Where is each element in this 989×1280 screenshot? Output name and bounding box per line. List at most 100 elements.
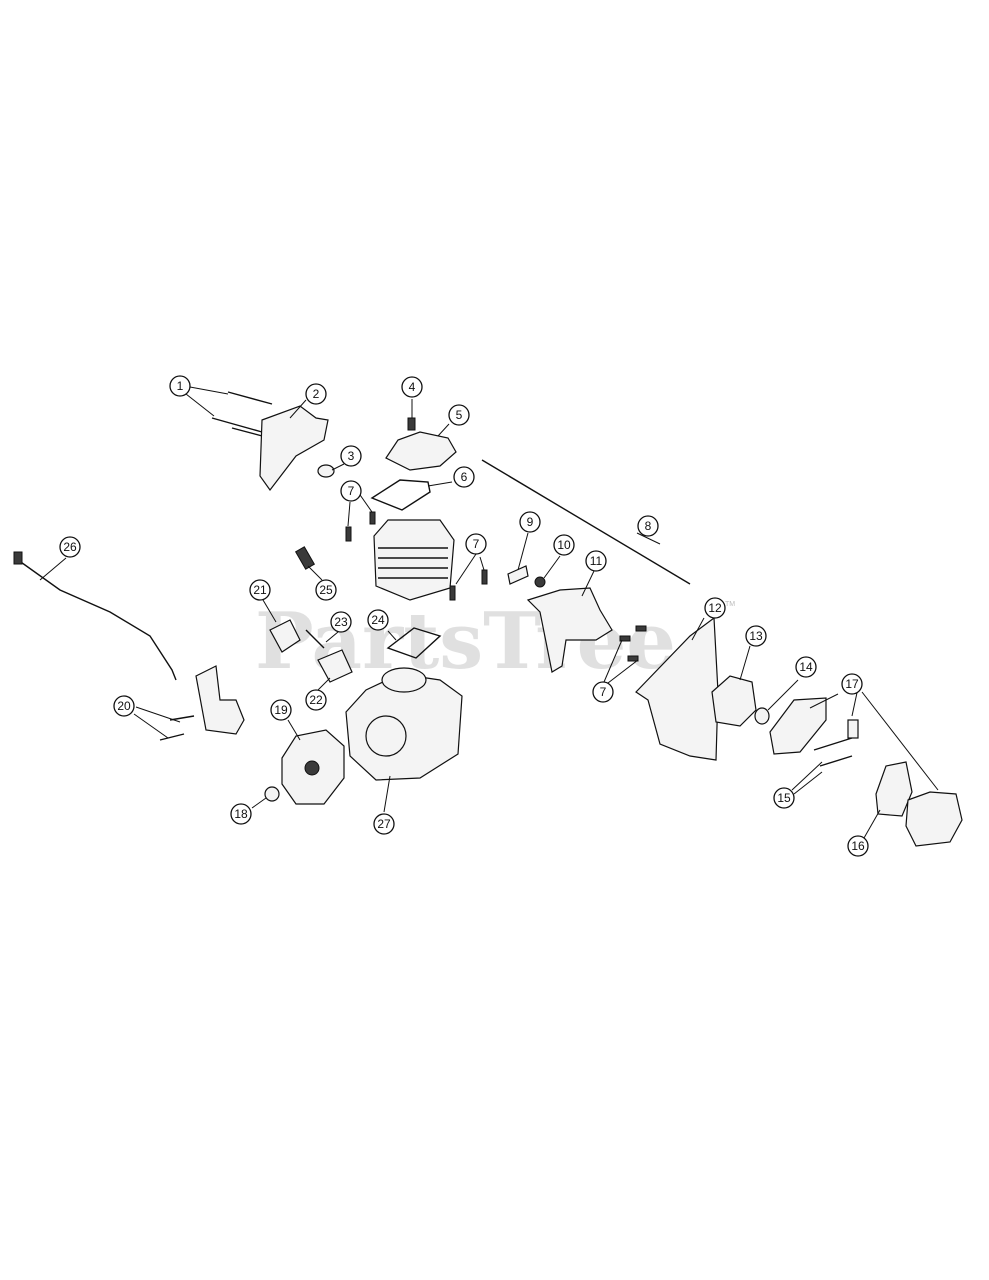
- part-7-screw-c[interactable]: [449, 585, 456, 601]
- svg-text:25: 25: [319, 583, 333, 597]
- part-20-screw-b[interactable]: [159, 733, 185, 741]
- part-25-spark-plug[interactable]: [294, 546, 316, 570]
- part-17-pin[interactable]: [847, 719, 859, 739]
- part-27-crank-boss: [381, 667, 427, 693]
- part-22-sleeve[interactable]: [317, 649, 353, 683]
- part-7-screw-g[interactable]: [627, 655, 639, 662]
- part-6-gasket[interactable]: [370, 479, 431, 511]
- part-7-screw-b[interactable]: [369, 511, 376, 525]
- callout-23[interactable]: 23: [330, 611, 352, 633]
- svg-text:7: 7: [600, 685, 607, 699]
- callout-12[interactable]: 12: [704, 597, 726, 619]
- svg-text:15: 15: [777, 791, 791, 805]
- part-1-screws[interactable]: [211, 391, 273, 438]
- part-17-air-filter-base[interactable]: [769, 697, 827, 755]
- svg-text:6: 6: [461, 470, 468, 484]
- part-26-wire[interactable]: [17, 559, 177, 681]
- svg-text:5: 5: [456, 408, 463, 422]
- svg-text:4: 4: [409, 380, 416, 394]
- callout-2[interactable]: 2: [305, 383, 327, 405]
- part-15-bolt-b[interactable]: [819, 755, 853, 767]
- svg-text:2: 2: [313, 387, 320, 401]
- part-24-gasket[interactable]: [386, 627, 442, 659]
- callout-11[interactable]: 11: [585, 550, 607, 572]
- svg-text:3: 3: [348, 449, 355, 463]
- part-7-screw-f[interactable]: [619, 635, 631, 642]
- svg-text:27: 27: [377, 817, 391, 831]
- svg-text:7: 7: [348, 484, 355, 498]
- callout-22[interactable]: 22: [305, 689, 327, 711]
- part-19-flywheel-hub: [304, 760, 320, 776]
- part-16-filter-element[interactable]: [875, 761, 913, 817]
- part-7-screw-e[interactable]: [635, 625, 647, 632]
- callout-1[interactable]: 1: [169, 375, 191, 397]
- part-4-screw[interactable]: [407, 417, 416, 431]
- part-26-terminal: [13, 551, 23, 565]
- part-5-valve-cover[interactable]: [385, 431, 457, 471]
- callout-20[interactable]: 20: [113, 695, 135, 717]
- part-20-screw-a[interactable]: [169, 715, 195, 721]
- part-27-crank-bore: [365, 715, 407, 757]
- callout-16[interactable]: 16: [847, 835, 869, 857]
- callout-7a[interactable]: 7: [340, 480, 362, 502]
- leader-lines: [39, 386, 939, 839]
- callout-5[interactable]: 5: [448, 404, 470, 426]
- svg-text:17: 17: [845, 677, 859, 691]
- svg-text:14: 14: [799, 660, 813, 674]
- callout-14[interactable]: 14: [795, 656, 817, 678]
- callout-24[interactable]: 24: [367, 609, 389, 631]
- part-7-screw-a[interactable]: [345, 526, 352, 542]
- callout-3[interactable]: 3: [340, 445, 362, 467]
- part-20-ignition-coil[interactable]: [195, 665, 245, 735]
- svg-text:9: 9: [527, 515, 534, 529]
- part-15-bolt-a[interactable]: [813, 737, 853, 751]
- svg-text:21: 21: [253, 583, 267, 597]
- part-17-air-filter-cover[interactable]: [905, 791, 963, 847]
- part-11-bracket[interactable]: [526, 587, 613, 673]
- callout-21[interactable]: 21: [249, 579, 271, 601]
- callout-26[interactable]: 26: [59, 536, 81, 558]
- callout-15[interactable]: 15: [773, 787, 795, 809]
- part-13-carburetor[interactable]: [711, 675, 757, 727]
- callout-10[interactable]: 10: [553, 534, 575, 556]
- svg-text:26: 26: [63, 540, 77, 554]
- callouts: 1 2 3 4 5 6 7 7 7 8 9 10 11 12 13 14 15 …: [59, 375, 869, 857]
- callout-19[interactable]: 19: [270, 699, 292, 721]
- part-18-nut[interactable]: [264, 786, 280, 802]
- svg-text:1: 1: [177, 379, 184, 393]
- callout-27[interactable]: 27: [373, 813, 395, 835]
- svg-text:10: 10: [557, 538, 571, 552]
- svg-text:16: 16: [851, 839, 865, 853]
- part-23-screw[interactable]: [305, 629, 325, 649]
- callout-4[interactable]: 4: [401, 376, 423, 398]
- callout-25[interactable]: 25: [315, 579, 337, 601]
- svg-text:13: 13: [749, 629, 763, 643]
- callout-18[interactable]: 18: [230, 803, 252, 825]
- svg-text:8: 8: [645, 519, 652, 533]
- callout-13[interactable]: 13: [745, 625, 767, 647]
- cylinder-fins: [378, 547, 448, 579]
- svg-text:19: 19: [274, 703, 288, 717]
- callout-17[interactable]: 17: [841, 673, 863, 695]
- parts: [13, 391, 963, 847]
- watermark-tm: TM: [725, 601, 735, 608]
- svg-text:11: 11: [590, 554, 603, 568]
- part-2-cover[interactable]: [259, 405, 329, 492]
- callout-7c[interactable]: 7: [592, 681, 614, 703]
- part-3-washer[interactable]: [317, 464, 335, 478]
- callout-8[interactable]: 8: [637, 515, 659, 537]
- part-9-plate[interactable]: [507, 565, 529, 585]
- callout-6[interactable]: 6: [453, 466, 475, 488]
- part-10-nut[interactable]: [534, 576, 546, 588]
- svg-text:24: 24: [371, 613, 385, 627]
- part-cylinder[interactable]: [373, 519, 455, 601]
- callout-9[interactable]: 9: [519, 511, 541, 533]
- part-7-screw-d[interactable]: [481, 569, 488, 585]
- part-8-rod[interactable]: [481, 459, 691, 585]
- svg-text:22: 22: [309, 693, 323, 707]
- svg-text:23: 23: [334, 615, 348, 629]
- callout-7b[interactable]: 7: [465, 533, 487, 555]
- part-14-gasket[interactable]: [754, 707, 770, 725]
- svg-text:12: 12: [708, 601, 722, 615]
- part-21-spring[interactable]: [269, 619, 301, 653]
